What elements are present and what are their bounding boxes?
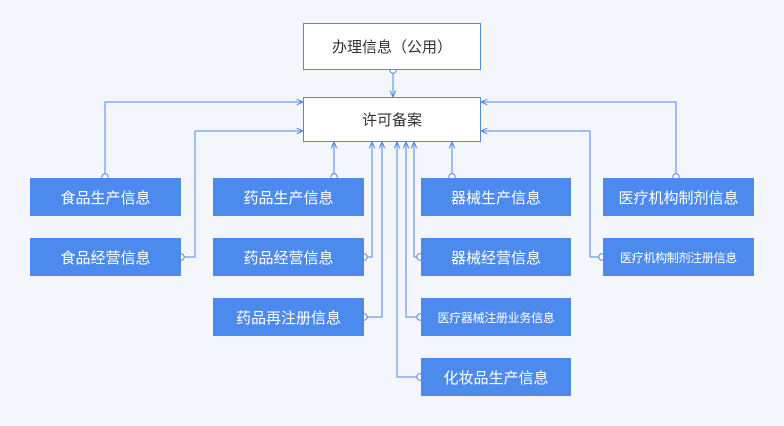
medical-institution-preparation-node: 医疗机构制剂信息 (603, 178, 754, 216)
food-operation-node: 食品经营信息 (30, 238, 181, 276)
edge-medical-institution-preparation (481, 102, 677, 177)
edge-drug-operation (364, 142, 372, 258)
edge-food-production (104, 102, 303, 177)
edge-cosmetics (397, 142, 420, 378)
medical-institution-preparation-registration-node: 医疗机构制剂注册信息 (603, 238, 754, 276)
medical-device-registration-business-node: 医疗器械注册业务信息 (421, 298, 571, 336)
edge-medical-institution-preparation-registration (481, 131, 602, 258)
food-production-node: 食品生产信息 (30, 178, 181, 216)
cosmetics-production-node: 化妆品生产信息 (421, 358, 571, 396)
license-filing-node: 许可备案 (303, 97, 481, 142)
edge-drug-reregistration (364, 142, 382, 318)
edge-device-operation (414, 142, 420, 258)
device-operation-node: 器械经营信息 (421, 238, 571, 276)
device-production-node: 器械生产信息 (421, 178, 571, 216)
drug-reregistration-node: 药品再注册信息 (213, 298, 364, 336)
edge-food-operation (181, 131, 303, 258)
edge-medical-device-registration (406, 142, 420, 318)
handling-info-node: 办理信息（公用） (303, 23, 481, 70)
drug-operation-node: 药品经营信息 (213, 238, 364, 276)
drug-production-node: 药品生产信息 (213, 178, 364, 216)
